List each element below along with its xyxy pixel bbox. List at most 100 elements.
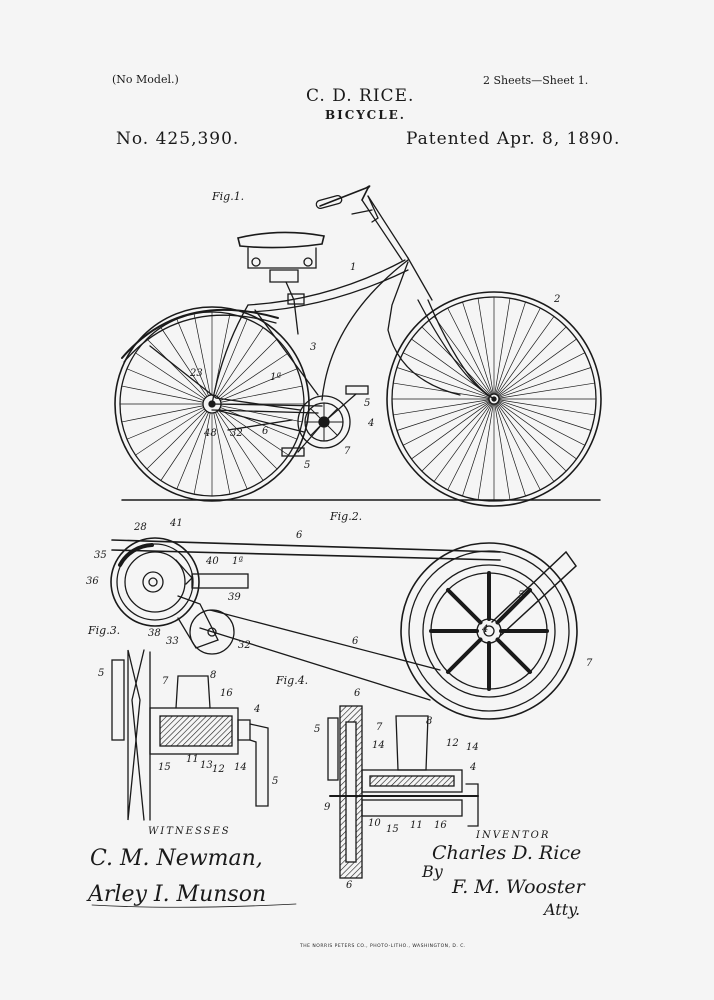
figure-4-label: Fig.4.	[276, 674, 309, 687]
attorney-title: Atty.	[544, 900, 581, 919]
wheel-spoke	[495, 307, 541, 395]
ref-label: 5	[518, 590, 525, 601]
wheel-spoke	[421, 326, 491, 396]
wheel-spoke	[495, 403, 526, 497]
wheel-spoke	[219, 368, 298, 401]
patent-date: Patented Apr. 8, 1890.	[406, 129, 621, 149]
wheel-spoke	[215, 318, 248, 397]
ref-label: 16	[220, 688, 233, 699]
wheel-spoke	[220, 385, 303, 403]
ref-label: 39	[228, 592, 241, 603]
ref-label: 33	[166, 636, 179, 647]
wheel-spoke	[219, 408, 289, 456]
ref-label: 10	[368, 818, 381, 829]
attorney-signature: F. M. Wooster	[452, 876, 585, 898]
ref-label: 11	[410, 820, 423, 831]
wheel-spoke	[498, 367, 592, 398]
ref-label: 4	[470, 762, 477, 773]
wheel-spoke	[497, 401, 577, 460]
wheel-spoke	[495, 403, 541, 491]
patent-number: No. 425,390.	[116, 129, 240, 149]
wheel-spoke	[498, 352, 586, 398]
ref-label: 14	[372, 740, 385, 751]
ref-label: 7	[344, 446, 351, 457]
ref-label: 32	[230, 428, 243, 439]
ref-label: 5	[314, 724, 321, 735]
wheel-spoke	[126, 407, 205, 440]
inventor-label: INVENTOR	[476, 830, 551, 841]
wheel-spoke	[176, 318, 209, 397]
wheel-spoke	[392, 382, 490, 399]
ref-label: 5	[98, 668, 105, 679]
wheel-spoke	[218, 338, 278, 398]
ref-label: 9	[324, 802, 331, 813]
ref-label: 35	[94, 550, 107, 561]
figure-4-section	[327, 705, 479, 879]
wheel-spoke	[462, 301, 493, 395]
invention-title: BICYCLE.	[325, 108, 406, 122]
figure-2-label: Fig.2.	[330, 510, 363, 523]
ref-label: 16	[434, 820, 447, 831]
wheel-spoke	[447, 307, 493, 395]
figure-1-label: Fig.1.	[212, 190, 245, 203]
wheel-spoke	[215, 411, 248, 490]
ref-label: 6	[352, 636, 359, 647]
ref-label: 6	[346, 880, 353, 891]
wheel-spoke	[135, 408, 205, 456]
wheel-spoke	[495, 301, 526, 395]
wheel-spoke	[126, 368, 205, 401]
wheel-spoke	[402, 400, 490, 446]
wheel-spoke	[121, 385, 204, 403]
wheel-spoke	[494, 403, 511, 501]
wheel-spoke	[445, 637, 483, 675]
ref-label: 1ª	[270, 372, 282, 383]
small-pulley	[110, 537, 200, 627]
figure-1-bicycle	[114, 185, 602, 507]
ref-label: 15	[386, 824, 399, 835]
wheel-spoke	[494, 297, 511, 395]
witnesses-label: WITNESSES	[148, 826, 231, 837]
figure-3-hub	[111, 649, 269, 821]
ref-label: 6	[262, 426, 269, 437]
wheel-spoke	[327, 425, 338, 436]
by-label: By	[422, 862, 443, 881]
ref-label: 1	[350, 262, 357, 273]
inventor-signature: Charles D. Rice	[432, 842, 582, 864]
ref-label: 7	[376, 722, 383, 733]
printer-credit: THE NORRIS PETERS CO., PHOTO-LITHO., WAS…	[300, 944, 466, 949]
ref-label: 28	[134, 522, 147, 533]
wheel-spoke	[219, 352, 289, 400]
wheel-spoke	[160, 411, 208, 481]
ref-label: 4	[482, 624, 489, 635]
wheel-spoke	[402, 352, 490, 398]
wheel-spoke	[219, 407, 298, 440]
witness-signature: C. M. Newman,	[90, 846, 263, 871]
wheel-spoke	[497, 338, 577, 397]
inventor-name: C. D. RICE.	[306, 86, 415, 106]
figure-3-label: Fig.3.	[88, 624, 121, 637]
ref-label: 7	[586, 658, 593, 669]
wheel-spoke	[213, 412, 231, 495]
wheel-spoke	[121, 405, 204, 423]
wheel-spoke	[421, 402, 491, 472]
wheel-spoke	[193, 412, 211, 495]
ref-label: 4	[368, 418, 375, 429]
crank-sprocket	[297, 395, 351, 449]
model-note: (No Model.)	[112, 73, 179, 86]
ref-label: 5	[304, 460, 311, 471]
ref-label: 5	[272, 776, 279, 787]
rear-wheel	[114, 306, 310, 502]
ref-label: 41	[170, 518, 183, 529]
wheel-spoke	[498, 399, 596, 416]
ref-label: 13	[200, 760, 213, 771]
ref-label: 8	[426, 716, 433, 727]
wheel-spoke	[477, 403, 494, 501]
wheel-spoke	[477, 297, 494, 395]
ref-label: 38	[148, 628, 161, 639]
wheel-spoke	[176, 411, 209, 490]
large-drive-wheel	[400, 542, 578, 720]
ref-label: 48	[204, 428, 217, 439]
wheel-spoke	[495, 587, 533, 625]
ref-label: 7	[162, 676, 169, 687]
